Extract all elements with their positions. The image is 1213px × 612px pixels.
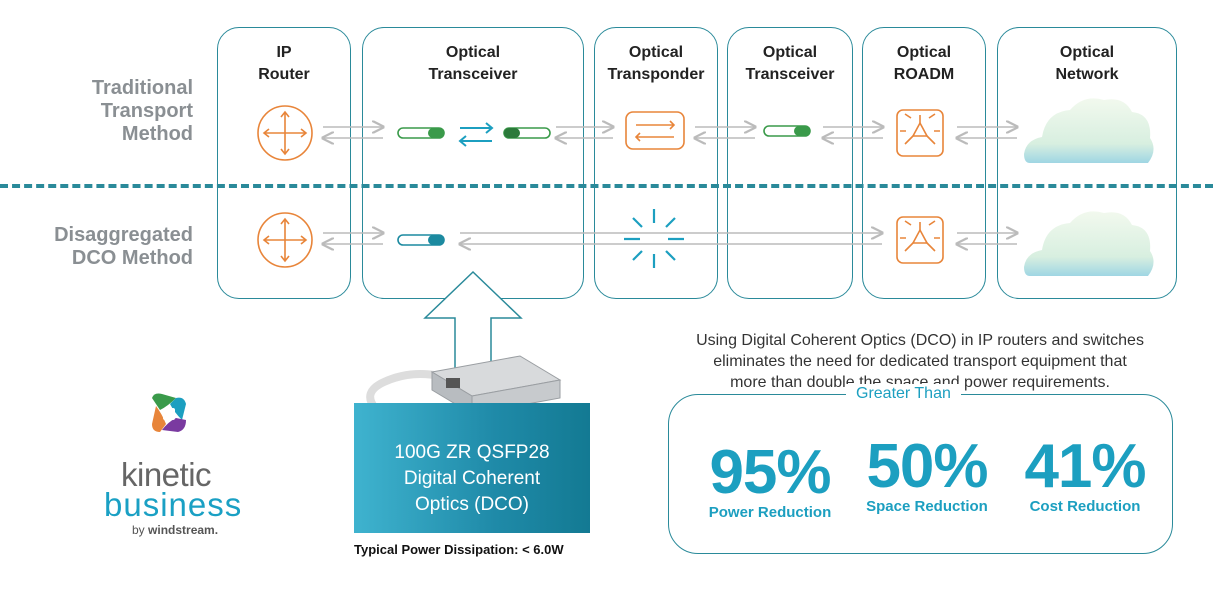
power-dissipation-note: Typical Power Dissipation: < 6.0W <box>354 542 564 557</box>
stats-header: Greater Than <box>846 384 961 404</box>
logo-byline: by windstream. <box>132 523 219 537</box>
transceiver-icon <box>763 125 811 137</box>
eliminated-burst-icon <box>624 209 684 268</box>
up-arrow-icon <box>423 270 523 402</box>
cloud-icon <box>1024 211 1154 276</box>
cloud-icon <box>1024 98 1154 163</box>
stat-value: 41% <box>1024 432 1146 501</box>
stat-label: Space Reduction <box>866 498 988 515</box>
stat-space: 50% Space Reduction <box>857 436 997 516</box>
router-icon <box>257 105 313 161</box>
stat-value: 95% <box>709 438 831 507</box>
transceiver-icon <box>503 127 551 139</box>
dco-transceiver-icon <box>397 234 445 246</box>
exchange-arrows-icon <box>458 122 494 147</box>
transceiver-icon <box>397 127 445 139</box>
stat-power: 95% Power Reduction <box>700 442 840 522</box>
transponder-icon <box>625 111 685 150</box>
logo-word-business: business <box>104 486 243 523</box>
roadm-icon <box>896 109 944 157</box>
link-arrows <box>323 127 1017 244</box>
stat-cost: 41% Cost Reduction <box>1015 436 1155 516</box>
router-icon <box>257 212 313 268</box>
logo-word-kinetic: kinetic <box>121 456 212 493</box>
dco-description: Using Digital Coherent Optics (DCO) in I… <box>696 332 1144 391</box>
stat-label: Power Reduction <box>708 504 832 521</box>
row-divider <box>0 184 1213 188</box>
stat-label: Cost Reduction <box>1029 498 1141 515</box>
roadm-icon <box>896 216 944 264</box>
stat-value: 50% <box>866 432 988 501</box>
kinetic-logo-mark <box>152 393 186 432</box>
dco-product-box <box>354 403 590 533</box>
